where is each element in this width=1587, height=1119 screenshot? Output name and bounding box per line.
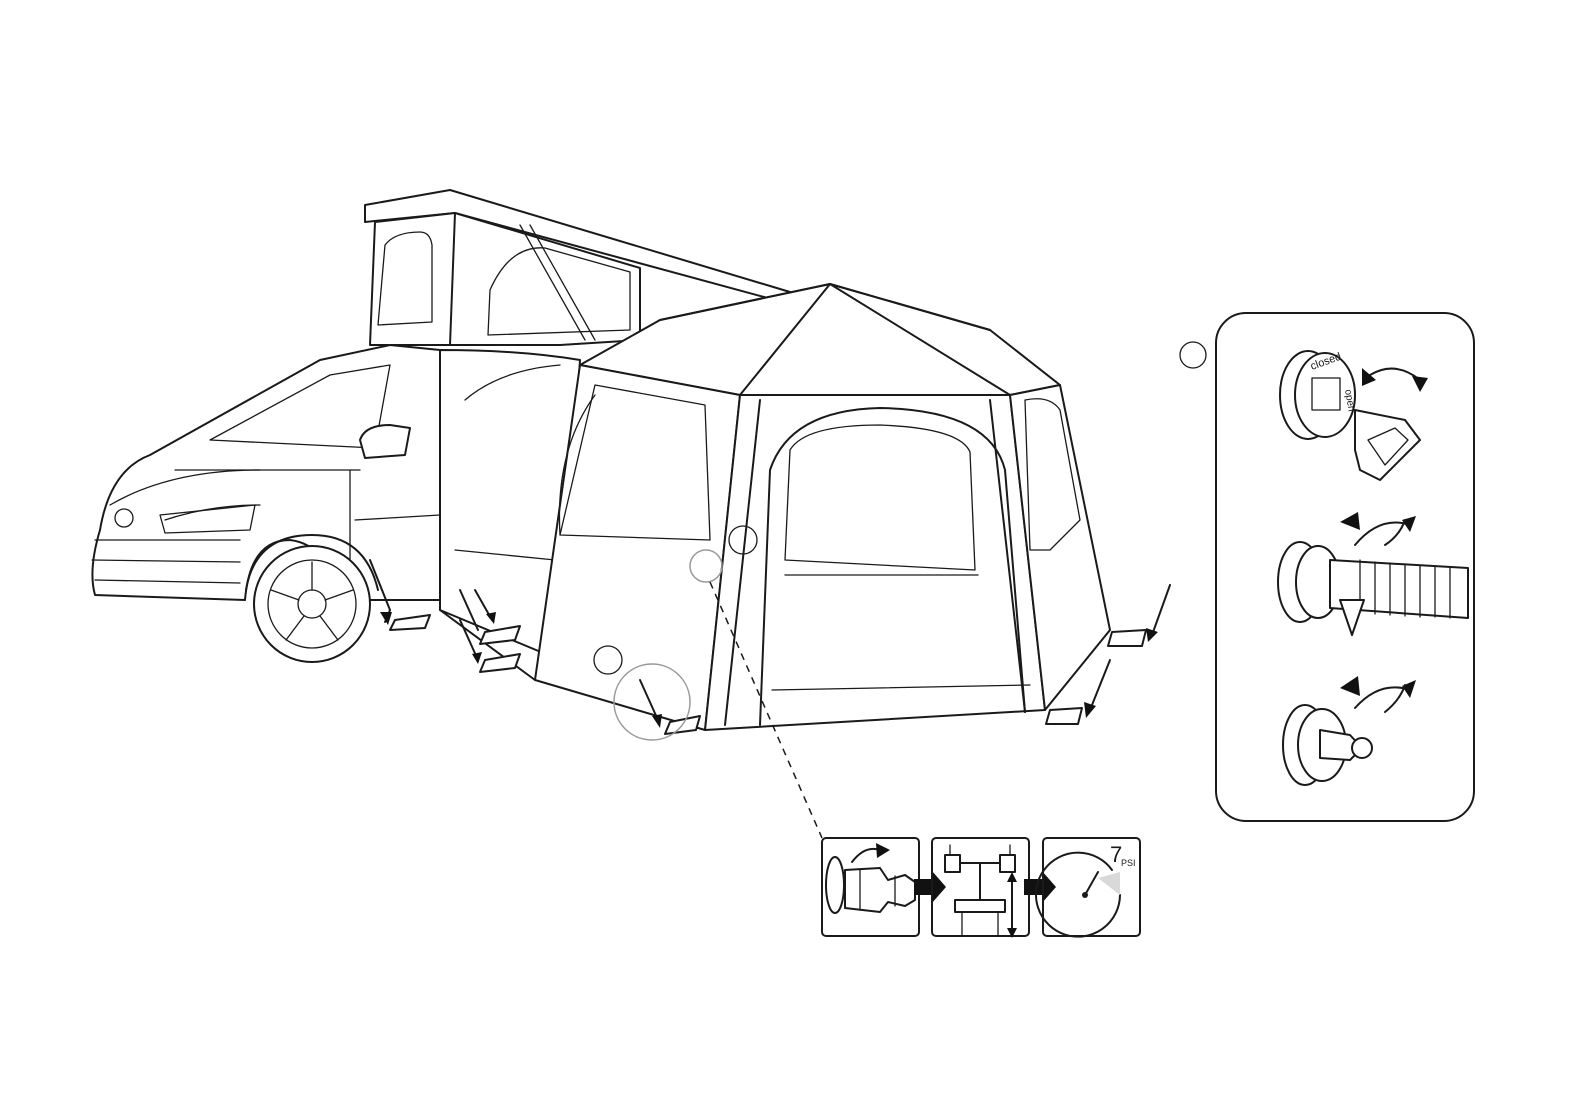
awning-illustration bbox=[440, 284, 1110, 730]
peg-arrow-icon bbox=[1108, 585, 1170, 646]
gauge-unit-text: PSI bbox=[1121, 858, 1136, 868]
pump-icon bbox=[945, 845, 1017, 938]
valve-hose-step bbox=[1278, 512, 1468, 635]
open-valve-icon bbox=[826, 843, 915, 913]
valve-cap-step bbox=[1283, 676, 1416, 785]
valve-detail-panel: closed open bbox=[1216, 313, 1474, 821]
inflation-step-panel: 7 PSI bbox=[822, 838, 1140, 938]
valve-closed-step: closed open bbox=[1280, 351, 1428, 480]
callout-circle-icon bbox=[1180, 342, 1206, 368]
